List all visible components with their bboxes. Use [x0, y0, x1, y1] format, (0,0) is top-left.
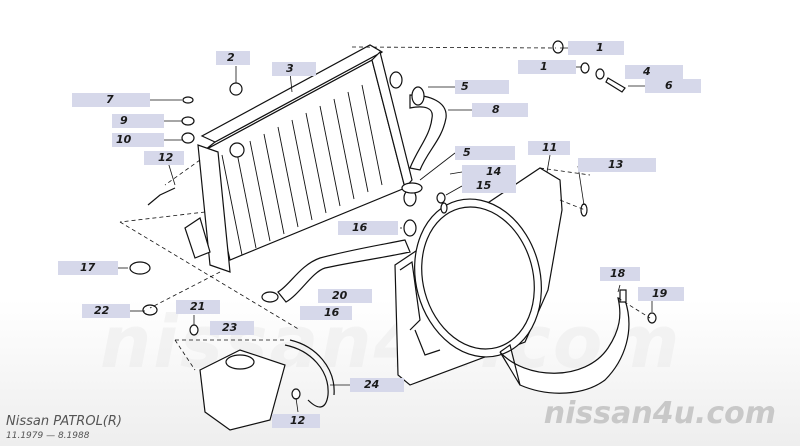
- callout-part-8: 8: [472, 103, 528, 117]
- callout-part-15: 15: [462, 179, 516, 193]
- callout-part-5: 5: [455, 146, 515, 160]
- callout-part-5: 5: [455, 80, 509, 94]
- fan-guard: [499, 297, 630, 394]
- site-brand: nissan4u.com: [543, 396, 776, 431]
- callout-part-18: 18: [600, 267, 640, 281]
- callout-part-4: 4: [625, 65, 683, 79]
- callout-part-12: 12: [272, 414, 320, 428]
- model-name: Nissan PATROL(R): [6, 414, 122, 429]
- callout-part-16: 16: [300, 306, 352, 320]
- production-dates: 11.1979 — 8.1988: [6, 431, 90, 441]
- callout-part-14: 14: [462, 165, 516, 179]
- callout-part-9: 9: [112, 114, 164, 128]
- callout-part-2: 2: [216, 51, 250, 65]
- callout-part-6: 6: [645, 79, 701, 93]
- callout-part-22: 22: [82, 304, 130, 318]
- callout-part-1: 1: [568, 41, 624, 55]
- callout-part-24: 24: [350, 378, 404, 392]
- callout-part-13: 13: [578, 158, 656, 172]
- callout-part-7: 7: [72, 93, 150, 107]
- callout-part-3: 3: [272, 62, 316, 76]
- reservoir-tank: [199, 339, 335, 431]
- callout-part-12: 12: [144, 151, 184, 165]
- callout-part-23: 23: [210, 321, 254, 335]
- callout-part-1: 1: [518, 60, 576, 74]
- fan-shroud: [394, 167, 563, 386]
- callout-part-21: 21: [176, 300, 220, 314]
- callout-part-16: 16: [338, 221, 398, 235]
- hardware: [129, 40, 657, 400]
- lower-hose: [277, 239, 411, 303]
- callout-part-19: 19: [638, 287, 684, 301]
- callout-part-17: 17: [58, 261, 118, 275]
- upper-hose: [409, 94, 447, 171]
- leader-lines: [119, 46, 651, 371]
- callout-part-10: 10: [112, 133, 164, 147]
- radiator: [184, 44, 417, 273]
- callout-part-11: 11: [528, 141, 570, 155]
- callout-part-20: 20: [318, 289, 372, 303]
